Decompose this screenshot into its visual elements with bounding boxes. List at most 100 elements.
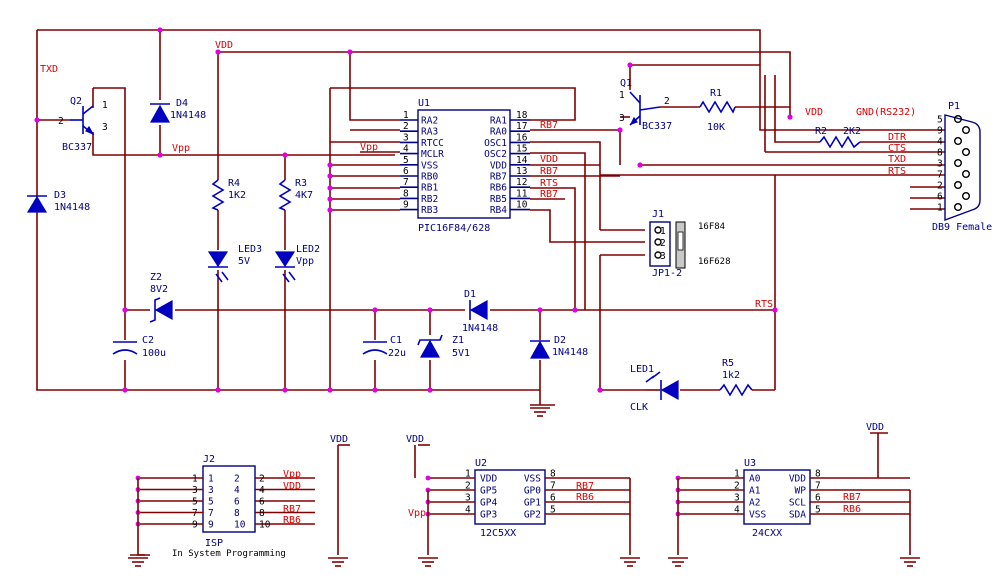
u1-pin-num: 13 xyxy=(516,166,527,177)
r5-ref: R5 xyxy=(722,358,734,369)
net-rb7-rb5: RB7 xyxy=(540,189,558,200)
z1-ref: Z1 xyxy=(452,335,464,346)
z2-value: 8V2 xyxy=(150,284,168,295)
j2-vdd-label: VDD xyxy=(330,434,348,445)
net-rb7-u1: RB7 xyxy=(540,166,558,177)
led3: LED3 5V xyxy=(207,244,262,283)
ground-icon xyxy=(530,407,550,417)
q2-value: BC337 xyxy=(62,142,92,153)
r4-resistor: R4 1K2 xyxy=(211,178,246,211)
ground-icon xyxy=(418,557,438,567)
p1-ref: P1 xyxy=(948,101,960,112)
net-gnd-rs232: GND(RS232) xyxy=(856,107,916,118)
r3-ref: R3 xyxy=(295,178,307,189)
r1-resistor: R1 10K xyxy=(699,88,736,133)
j2-pin-num: 7 xyxy=(192,508,198,519)
q1-pin2: 2 xyxy=(664,96,670,107)
ground-icon xyxy=(900,557,920,567)
ground-icon xyxy=(128,557,148,567)
j2-pin-inner: 9 xyxy=(208,520,214,531)
chip-pin-name: SDA xyxy=(789,510,806,521)
j2-pin-num: 1 xyxy=(192,474,198,485)
net-rts-mid: RTS xyxy=(755,299,773,310)
u1-pin-name: OSC1 xyxy=(484,138,507,149)
chip-pin-name: VDD xyxy=(789,474,806,485)
d1-diode: D1 1N4148 xyxy=(462,289,498,334)
j2-pin-inner: 1 xyxy=(208,474,214,485)
j2-net-rb7: RB7 xyxy=(283,504,301,515)
q2-pin1: 1 xyxy=(102,100,108,111)
chip-pin-name: SCL xyxy=(789,498,806,509)
d3-value: 1N4148 xyxy=(54,202,90,213)
j2-pin-inner: 7 xyxy=(208,508,214,519)
j2-net-vpp: Vpp xyxy=(283,469,301,480)
u3-name: 24CXX xyxy=(752,528,782,539)
u1-pin-num: 15 xyxy=(516,144,527,155)
u2-ref: U2 xyxy=(475,458,487,469)
db9-pin-contact xyxy=(962,169,971,178)
led3-ref: LED3 xyxy=(238,244,262,255)
d1-ref: D1 xyxy=(464,289,476,300)
r3-value: 4K7 xyxy=(295,190,313,201)
u1-pin-num: 14 xyxy=(516,155,528,166)
r3-resistor: R3 4K7 xyxy=(278,178,313,211)
u1-pin-name: MCLR xyxy=(421,149,444,160)
j1-ref: J1 xyxy=(652,209,664,220)
j1-pin1: 1 xyxy=(660,226,666,237)
u1-ref: U1 xyxy=(418,98,430,109)
u1-pin-name: RA0 xyxy=(490,127,507,138)
net-txd-left: TXD xyxy=(40,64,58,75)
j2-pin-num: 5 xyxy=(192,497,198,508)
u1-pin-name: RB7 xyxy=(490,172,507,183)
led2-value: Vpp xyxy=(296,256,314,267)
r1-ref: R1 xyxy=(710,88,722,99)
d2-ref: D2 xyxy=(554,335,566,346)
chip-pin-name: GP2 xyxy=(524,510,541,521)
z2-ref: Z2 xyxy=(150,272,162,283)
r2-ref: R2 xyxy=(815,126,827,137)
z2-zener: Z2 8V2 xyxy=(149,272,173,323)
net-vdd-top: VDD xyxy=(215,40,233,51)
db9-pin-num: 4 xyxy=(937,137,943,148)
j2-pin-num: 4 xyxy=(259,485,265,496)
net-vpp-left: Vpp xyxy=(172,143,190,154)
q1-transistor: Q1 1 2 3 BC337 xyxy=(619,78,672,132)
j2-pin-num: 8 xyxy=(259,508,265,519)
j2-pin-inner: 3 xyxy=(208,485,214,496)
net-rb7-ra0: RB7 xyxy=(540,120,558,131)
db9-pin-contact xyxy=(954,180,963,189)
q2-transistor: Q2 1 2 3 BC337 xyxy=(58,96,108,153)
u1-pin-num: 18 xyxy=(516,110,528,121)
chip-pin-num: 4 xyxy=(734,505,740,516)
j2-net-vdd: VDD xyxy=(283,481,301,492)
u3-net-rb6: RB6 xyxy=(843,504,861,515)
u1-pin-num: 1 xyxy=(403,110,409,121)
chip-pin-num: 7 xyxy=(550,481,556,492)
r2-value: 2K2 xyxy=(843,126,861,137)
r5-resistor: R5 1k2 xyxy=(719,358,753,397)
net-dtr: DTR xyxy=(888,132,907,143)
j1-pin2: 2 xyxy=(660,238,666,249)
q2-ref: Q2 xyxy=(70,96,82,107)
chip-pin-name: GP4 xyxy=(480,498,497,509)
u1-pin-num: 7 xyxy=(403,177,409,188)
j2-pin-num: 10 xyxy=(259,520,271,531)
u1-pin-num: 17 xyxy=(516,121,527,132)
db9-pin-contact xyxy=(954,114,963,123)
u1-pin-name: RA3 xyxy=(421,127,438,138)
u2-net-vpp: Vpp xyxy=(408,508,426,519)
chip-pin-name: GP1 xyxy=(524,498,541,509)
u1-pin-num: 16 xyxy=(516,132,528,143)
chip-pin-name: A0 xyxy=(749,474,761,485)
led3-value: 5V xyxy=(238,256,250,267)
chip-pin-num: 5 xyxy=(815,505,821,516)
ground-symbols xyxy=(128,407,920,567)
u2-name: 12C5XX xyxy=(480,528,516,539)
chip-pin-name: GP0 xyxy=(524,486,541,497)
db9-pin-num: 2 xyxy=(937,181,943,192)
d1-value: 1N4148 xyxy=(462,323,498,334)
j2-pin-inner: 2 xyxy=(234,474,240,485)
